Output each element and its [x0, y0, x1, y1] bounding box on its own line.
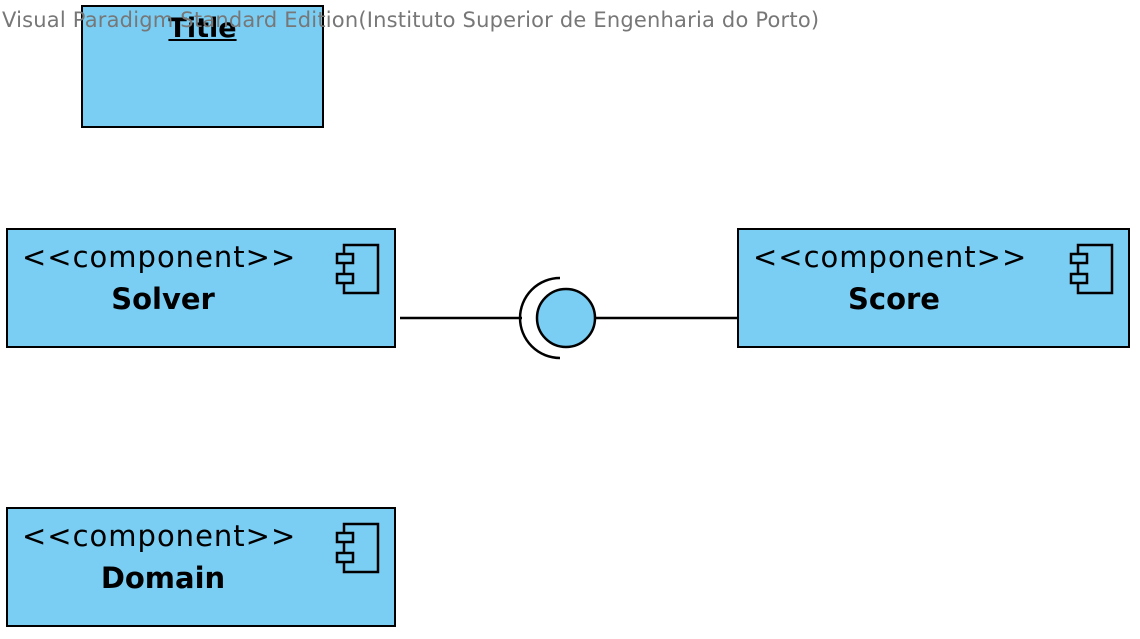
- component-name: Solver: [111, 282, 215, 316]
- component-stereotype: <<component>>: [753, 240, 1028, 274]
- provided-interface-lollipop: [535, 287, 597, 349]
- component-name: Domain: [100, 561, 226, 595]
- diagram-title: Title: [168, 13, 237, 44]
- component-solver[interactable]: <<component>> Solver: [6, 228, 396, 348]
- diagram-title-frame[interactable]: Title: [81, 5, 324, 128]
- component-icon: [1069, 243, 1114, 295]
- component-domain[interactable]: <<component>> Domain: [6, 507, 396, 627]
- component-name: Score: [848, 282, 940, 316]
- component-score[interactable]: <<component>> Score: [737, 228, 1130, 348]
- component-stereotype: <<component>>: [22, 519, 297, 553]
- component-icon: [335, 522, 380, 574]
- required-interface-socket: [518, 276, 561, 360]
- component-stereotype: <<component>>: [22, 240, 297, 274]
- component-icon: [335, 243, 380, 295]
- edition-watermark: Visual Paradigm Standard Edition(Institu…: [2, 8, 820, 32]
